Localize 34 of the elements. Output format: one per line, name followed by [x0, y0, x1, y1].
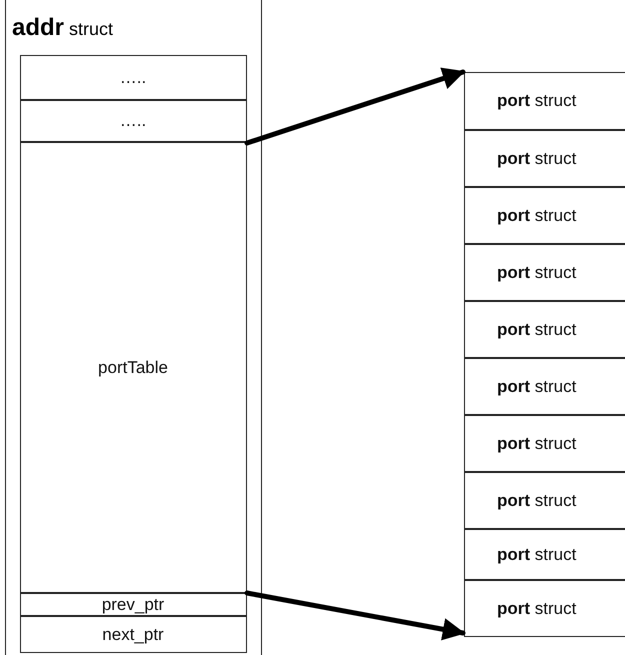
field-cell: [464, 529, 625, 580]
field-cell: [464, 130, 625, 187]
field-label: …..: [120, 68, 146, 88]
field-cell: [20, 616, 246, 653]
field-label: …..: [120, 111, 146, 131]
arrow: [244, 68, 466, 146]
field-cell: [20, 55, 246, 100]
field-label: port struct: [497, 544, 576, 564]
struct-title: addr struct: [12, 14, 114, 42]
field-label: next_ptr: [102, 624, 164, 644]
field-label: port struct: [497, 434, 576, 454]
field-label: port struct: [497, 376, 576, 396]
field-label: prev_ptr: [102, 594, 164, 614]
field-label: port struct: [497, 148, 576, 168]
field-cell: [464, 244, 625, 301]
field-cell: [464, 580, 625, 637]
field-cell: [464, 358, 625, 415]
field-cell: [20, 100, 246, 142]
field-cell: [464, 301, 625, 358]
field-label: portTable: [98, 358, 168, 378]
field-label: port struct: [497, 490, 576, 510]
arrow: [244, 590, 466, 640]
field-cell: [464, 415, 625, 472]
field-label: port struct: [497, 598, 576, 618]
field-cell: [464, 472, 625, 529]
field-label: port struct: [497, 262, 576, 282]
field-label: port struct: [497, 320, 576, 340]
field-cell: [464, 72, 625, 130]
field-label: port struct: [497, 91, 576, 111]
field-cell: [464, 187, 625, 244]
field-cell: [20, 142, 246, 593]
field-label: port struct: [497, 206, 576, 226]
field-cell: [20, 593, 246, 616]
struct-frame: [5, 0, 262, 655]
